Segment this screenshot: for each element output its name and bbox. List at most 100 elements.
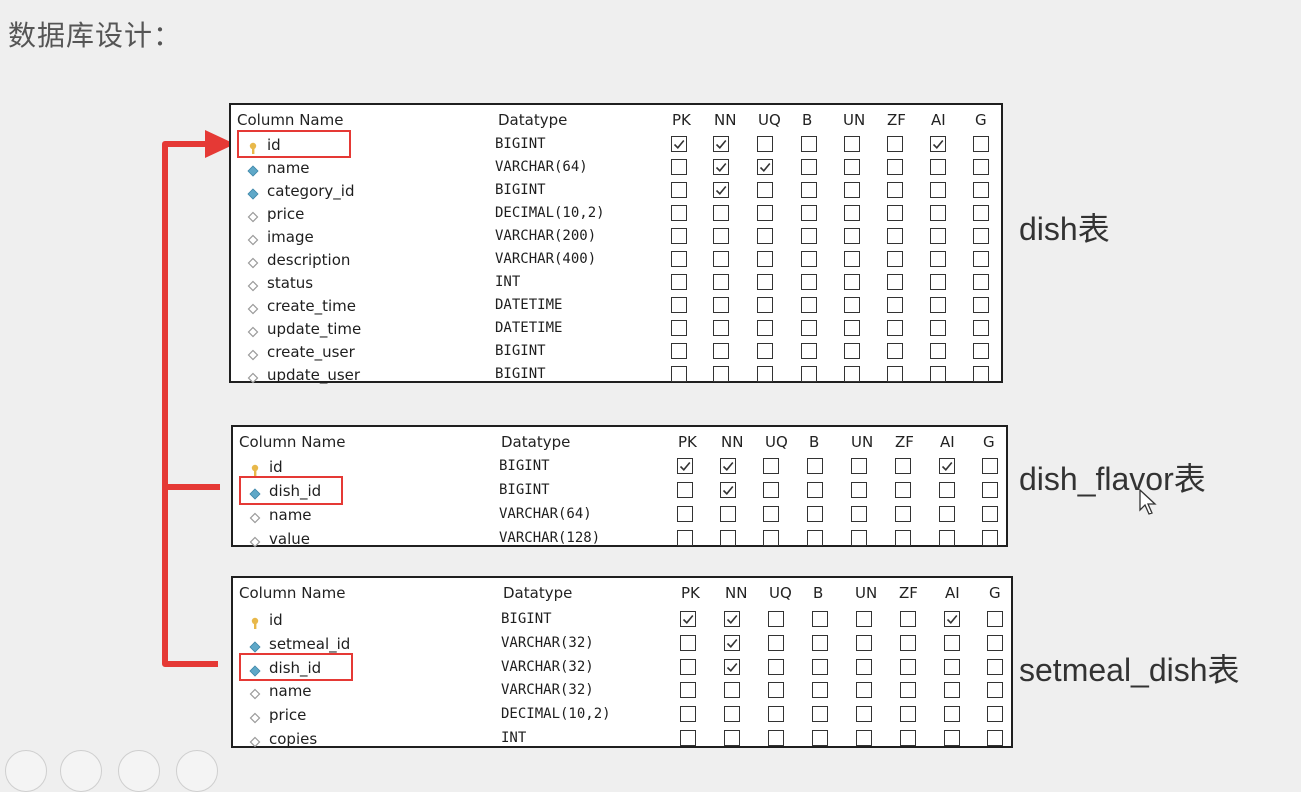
column-name[interactable]: update_user (267, 366, 361, 384)
nn-checkbox[interactable] (713, 136, 729, 152)
column-name[interactable]: dish_id (269, 658, 322, 677)
nn-checkbox[interactable] (713, 182, 729, 198)
b-checkbox[interactable] (801, 228, 817, 244)
header-pk[interactable]: PK (678, 433, 697, 451)
column-datatype[interactable]: VARCHAR(32) (501, 682, 594, 699)
zf-checkbox[interactable] (887, 251, 903, 267)
g-checkbox[interactable] (973, 320, 989, 336)
ai-checkbox[interactable] (930, 159, 946, 175)
zf-checkbox[interactable] (887, 228, 903, 244)
ai-checkbox[interactable] (944, 658, 960, 675)
uq-checkbox[interactable] (757, 182, 773, 198)
pk-checkbox[interactable] (671, 274, 687, 290)
un-checkbox[interactable] (856, 706, 872, 723)
column-datatype[interactable]: BIGINT (495, 136, 546, 152)
b-checkbox[interactable] (801, 136, 817, 152)
nn-checkbox[interactable] (724, 682, 740, 699)
header-ai[interactable]: AI (931, 111, 946, 129)
zf-checkbox[interactable] (887, 274, 903, 290)
nn-checkbox[interactable] (724, 634, 740, 651)
un-checkbox[interactable] (844, 182, 860, 198)
g-checkbox[interactable] (973, 366, 989, 382)
g-checkbox[interactable] (982, 482, 998, 498)
nn-checkbox[interactable] (713, 205, 729, 221)
column-name[interactable]: name (267, 159, 310, 177)
pk-checkbox[interactable] (680, 682, 696, 699)
ai-checkbox[interactable] (930, 228, 946, 244)
ai-checkbox[interactable] (930, 182, 946, 198)
g-checkbox[interactable] (982, 506, 998, 522)
header-nn[interactable]: NN (721, 433, 744, 451)
uq-checkbox[interactable] (757, 251, 773, 267)
ai-checkbox[interactable] (944, 634, 960, 651)
uq-checkbox[interactable] (768, 658, 784, 675)
column-name[interactable]: id (267, 136, 281, 154)
uq-checkbox[interactable] (757, 366, 773, 382)
b-checkbox[interactable] (801, 320, 817, 336)
column-datatype[interactable]: VARCHAR(32) (501, 658, 594, 675)
column-name[interactable]: status (267, 274, 314, 292)
b-checkbox[interactable] (807, 458, 823, 474)
ai-checkbox[interactable] (939, 506, 955, 522)
uq-checkbox[interactable] (757, 136, 773, 152)
ai-checkbox[interactable] (930, 205, 946, 221)
zf-checkbox[interactable] (887, 320, 903, 336)
header-g[interactable]: G (983, 433, 995, 451)
header-g[interactable]: G (975, 111, 987, 129)
uq-checkbox[interactable] (763, 530, 779, 546)
b-checkbox[interactable] (807, 530, 823, 546)
table-row[interactable]: dish_id VARCHAR(32) (233, 652, 1011, 682)
pk-checkbox[interactable] (680, 706, 696, 723)
un-checkbox[interactable] (851, 530, 867, 546)
b-checkbox[interactable] (801, 343, 817, 359)
zf-checkbox[interactable] (900, 706, 916, 723)
nav-circle-4[interactable] (176, 750, 218, 792)
nn-checkbox[interactable] (724, 730, 740, 746)
g-checkbox[interactable] (973, 159, 989, 175)
pk-checkbox[interactable] (680, 658, 696, 675)
header-pk[interactable]: PK (681, 584, 700, 602)
header-ai[interactable]: AI (940, 433, 955, 451)
pk-checkbox[interactable] (680, 730, 696, 746)
uq-checkbox[interactable] (763, 482, 779, 498)
un-checkbox[interactable] (851, 458, 867, 474)
un-checkbox[interactable] (844, 228, 860, 244)
header-column-name[interactable]: Column Name (239, 433, 346, 451)
header-zf[interactable]: ZF (899, 584, 918, 602)
zf-checkbox[interactable] (887, 182, 903, 198)
column-datatype[interactable]: VARCHAR(64) (495, 159, 588, 175)
g-checkbox[interactable] (982, 458, 998, 474)
column-datatype[interactable]: BIGINT (501, 611, 552, 627)
pk-checkbox[interactable] (671, 343, 687, 359)
zf-checkbox[interactable] (887, 343, 903, 359)
nn-checkbox[interactable] (724, 658, 740, 675)
header-zf[interactable]: ZF (887, 111, 906, 129)
uq-checkbox[interactable] (763, 458, 779, 474)
zf-checkbox[interactable] (887, 159, 903, 175)
g-checkbox[interactable] (987, 658, 1003, 675)
column-datatype[interactable]: INT (501, 730, 527, 746)
column-datatype[interactable]: DATETIME (495, 320, 563, 336)
nn-checkbox[interactable] (713, 274, 729, 290)
ai-checkbox[interactable] (930, 320, 946, 336)
nav-circle-3[interactable] (118, 750, 160, 792)
column-datatype[interactable]: BIGINT (495, 366, 546, 382)
header-b[interactable]: B (813, 584, 824, 602)
b-checkbox[interactable] (812, 730, 828, 746)
zf-checkbox[interactable] (887, 136, 903, 152)
un-checkbox[interactable] (844, 251, 860, 267)
column-name[interactable]: name (269, 506, 312, 524)
b-checkbox[interactable] (801, 274, 817, 290)
ai-checkbox[interactable] (944, 611, 960, 627)
g-checkbox[interactable] (987, 706, 1003, 723)
header-datatype[interactable]: Datatype (503, 584, 573, 602)
un-checkbox[interactable] (844, 274, 860, 290)
b-checkbox[interactable] (812, 611, 828, 627)
uq-checkbox[interactable] (757, 320, 773, 336)
